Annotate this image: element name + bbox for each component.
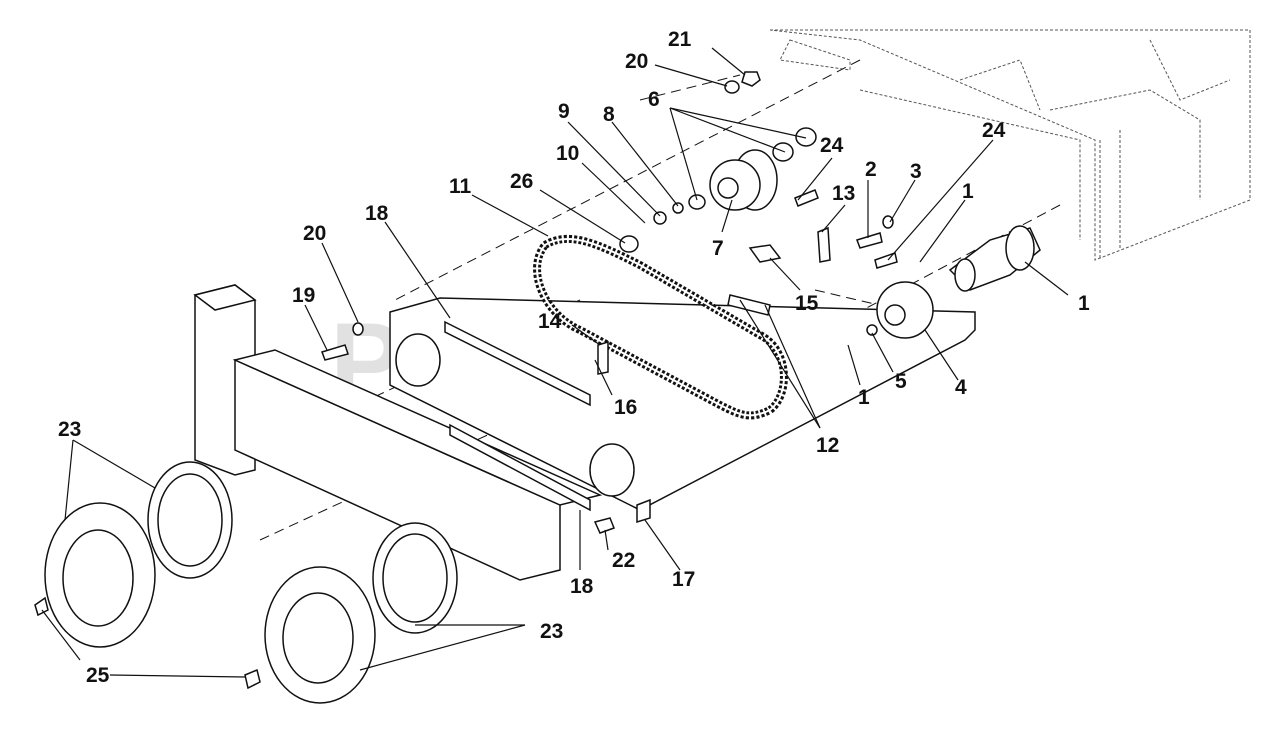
callout-17: 17 — [672, 568, 695, 591]
callout-26: 26 — [510, 170, 533, 193]
mounting-plate — [389, 297, 976, 524]
drive-chain — [533, 234, 788, 420]
callout-13: 13 — [832, 182, 855, 205]
callout-18: 18 — [365, 202, 389, 225]
callout-3: 3 — [910, 160, 922, 183]
callout-4: 4 — [955, 376, 967, 399]
clutch-assembly — [866, 225, 1041, 339]
callout-20: 20 — [625, 50, 648, 73]
callout-18: 18 — [570, 575, 594, 598]
callout-24: 24 — [820, 134, 844, 157]
callout-22: 22 — [612, 549, 635, 572]
callout-8: 8 — [603, 103, 615, 126]
callout-2: 2 — [865, 158, 877, 181]
bearings-and-washers — [321, 71, 817, 361]
callout-14: 14 — [538, 310, 562, 333]
mower-frame — [769, 29, 1251, 261]
tires — [34, 502, 376, 704]
callout-23: 23 — [540, 620, 563, 643]
callout-16: 16 — [614, 396, 637, 419]
callout-6: 6 — [648, 88, 660, 111]
wheel-rims — [147, 461, 458, 634]
callout-12: 12 — [816, 434, 839, 457]
sprocket-hub — [709, 149, 778, 211]
callout-1: 1 — [1078, 292, 1090, 315]
callout-10: 10 — [556, 142, 579, 165]
callout-19: 19 — [292, 284, 315, 307]
callout-11: 11 — [449, 175, 472, 198]
callout-1: 1 — [962, 180, 974, 203]
callout-1: 1 — [858, 386, 870, 409]
callout-5: 5 — [895, 370, 907, 393]
callout-7: 7 — [712, 237, 724, 260]
callout-25: 25 — [86, 664, 110, 687]
callout-9: 9 — [558, 100, 570, 123]
angle-strips — [444, 320, 591, 512]
callout-24: 24 — [982, 119, 1006, 142]
callout-23: 23 — [58, 418, 81, 441]
callout-15: 15 — [795, 292, 819, 315]
callout-20: 20 — [303, 222, 326, 245]
callout-21: 21 — [668, 28, 692, 51]
leader-lines — [41, 47, 1069, 678]
part-callouts: 21 20 6 9 8 24 24 10 26 11 13 2 3 1 18 2… — [58, 28, 1090, 687]
